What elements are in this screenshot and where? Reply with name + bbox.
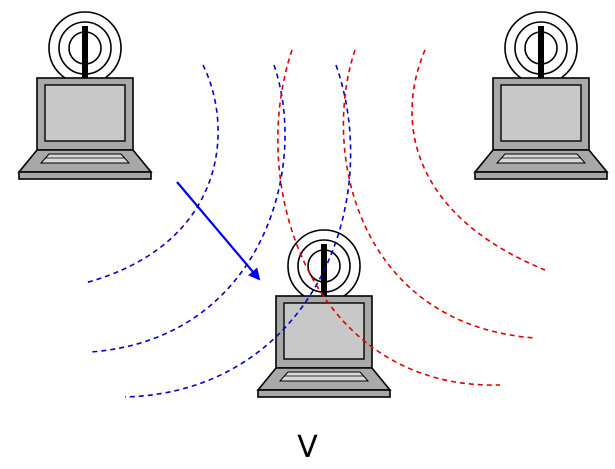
- red-wave-3: [277, 49, 501, 386]
- center-laptop-icon: [257, 229, 391, 398]
- blue-wave-2: [89, 64, 286, 353]
- red-wave-2: [342, 49, 536, 339]
- right-laptop-icon: [474, 11, 608, 180]
- left-signal-waves: [84, 64, 352, 398]
- blue-wave-3: [124, 64, 352, 398]
- left-laptop-icon: [18, 11, 152, 180]
- blue-wave-1: [84, 64, 219, 284]
- red-wave-1: [411, 49, 546, 271]
- signal-direction-arrow: [176, 181, 261, 281]
- right-signal-waves: [277, 49, 546, 386]
- diagram-caption: V: [297, 430, 318, 465]
